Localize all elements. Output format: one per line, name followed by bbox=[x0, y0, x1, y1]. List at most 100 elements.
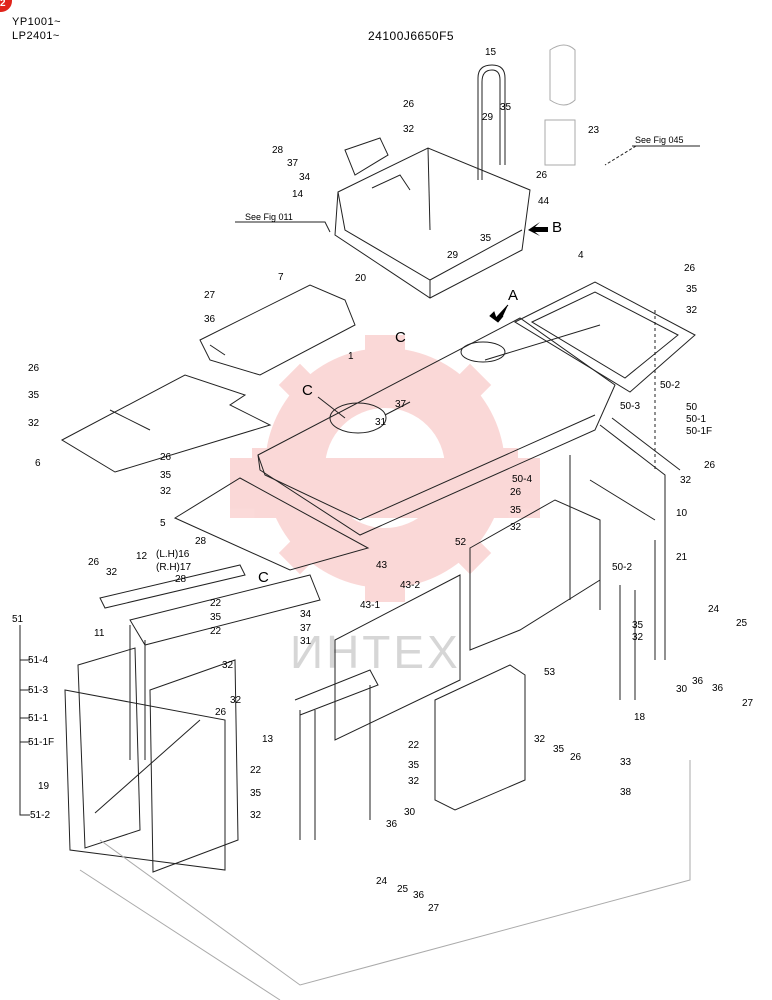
part-callout-c23: 23 bbox=[588, 125, 600, 136]
part-callout-c11: 11 bbox=[94, 628, 105, 639]
part-callout-c31a: 31 bbox=[375, 417, 387, 428]
part-callout-c37b: 37 bbox=[395, 399, 407, 410]
part-callout-c32i: 32 bbox=[632, 632, 644, 643]
part-callout-c12: 12 bbox=[136, 551, 148, 562]
part-callout-c28b: 28 bbox=[195, 536, 207, 547]
part-callout-c25a: 25 bbox=[736, 618, 748, 629]
part-callout-c24b: 24 bbox=[376, 876, 388, 887]
view-arrow-a bbox=[489, 304, 509, 323]
model-serial-2: LP2401~ bbox=[12, 30, 60, 42]
part-callout-c29a: 29 bbox=[482, 112, 494, 123]
view-mark-b: B bbox=[552, 219, 562, 236]
part-callout-c32a: 32 bbox=[403, 124, 415, 135]
part-callout-c22a: 22 bbox=[210, 598, 222, 609]
part-callout-c35a: 35 bbox=[500, 102, 512, 113]
part-callout-c20: 20 bbox=[355, 273, 367, 284]
part-callout-c51_1F: 51-1F bbox=[28, 737, 54, 748]
view-mark-c-1: C bbox=[395, 329, 406, 346]
part-callout-c27c: 27 bbox=[428, 903, 440, 914]
part-callout-c30a: 30 bbox=[676, 684, 688, 695]
part-callout-c32l: 32 bbox=[250, 810, 262, 821]
part-callout-c28a: 28 bbox=[272, 145, 284, 156]
part-callout-c14: 14 bbox=[292, 189, 304, 200]
part-callout-c35j: 35 bbox=[250, 788, 262, 799]
part-callout-c26d: 26 bbox=[28, 363, 40, 374]
part-callout-c32h: 32 bbox=[222, 660, 234, 671]
part-callout-c35e: 35 bbox=[160, 470, 172, 481]
part-callout-c26a: 26 bbox=[403, 99, 415, 110]
ref-fig-045: See Fig 045 bbox=[635, 135, 684, 145]
part-callout-c52: 52 bbox=[455, 537, 467, 548]
part-callout-c36b: 36 bbox=[692, 676, 704, 687]
part-callout-c50_4: 50-4 bbox=[512, 474, 532, 485]
part-callout-c22c: 22 bbox=[408, 740, 420, 751]
part-callout-c51_2: 51-2 bbox=[30, 810, 50, 821]
part-callout-c35d: 35 bbox=[28, 390, 40, 401]
diagram-lines bbox=[19, 44, 700, 1000]
model-serial-1: YP1001~ bbox=[12, 16, 62, 28]
part-callout-c35g: 35 bbox=[210, 612, 222, 623]
part-callout-c7: 7 bbox=[278, 272, 284, 283]
part-callout-c43: 43 bbox=[376, 560, 388, 571]
part-callout-c50_2b: 50-2 bbox=[612, 562, 632, 573]
part-callout-c30b: 30 bbox=[404, 807, 416, 818]
part-callout-c16: (L.H)16 bbox=[156, 549, 190, 560]
part-callout-c35c: 35 bbox=[686, 284, 698, 295]
part-callout-c32b: 32 bbox=[686, 305, 698, 316]
part-callout-c26e: 26 bbox=[704, 460, 716, 471]
part-callout-c37c: 37 bbox=[300, 623, 312, 634]
part-callout-c26g: 26 bbox=[160, 452, 172, 463]
part-callout-c32c: 32 bbox=[28, 418, 40, 429]
part-callout-c50_1: 50-1 bbox=[686, 414, 706, 425]
part-callout-c43_1: 43-1 bbox=[360, 600, 380, 611]
view-mark-c-3: C bbox=[258, 569, 269, 586]
part-callout-c18: 18 bbox=[634, 712, 646, 723]
part-callout-c32d: 32 bbox=[680, 475, 692, 486]
part-callout-c37a: 37 bbox=[287, 158, 299, 169]
part-callout-c24a: 24 bbox=[708, 604, 720, 615]
part-callout-c27b: 27 bbox=[742, 698, 754, 709]
part-callout-c26h: 26 bbox=[88, 557, 100, 568]
part-callout-c33: 33 bbox=[620, 757, 632, 768]
part-callout-c15: 15 bbox=[485, 47, 497, 58]
part-callout-c28c: 28 bbox=[175, 574, 187, 585]
part-callout-c19: 19 bbox=[38, 781, 50, 792]
part-callout-c22d: 22 bbox=[250, 765, 262, 776]
part-callout-c51_1: 51-1 bbox=[28, 713, 48, 724]
part-callout-c27a: 27 bbox=[204, 290, 216, 301]
part-callout-c35b: 35 bbox=[480, 233, 492, 244]
part-callout-c50_1F: 50-1F bbox=[686, 426, 712, 437]
part-callout-c22b: 22 bbox=[210, 626, 222, 637]
watermark-text: ИНТЕХ bbox=[290, 626, 461, 678]
part-callout-c36a: 36 bbox=[204, 314, 216, 325]
part-callout-c51: 51 bbox=[12, 614, 24, 625]
part-callout-c26f: 26 bbox=[510, 487, 522, 498]
part-callout-c51_3: 51-3 bbox=[28, 685, 48, 696]
part-callout-c21: 21 bbox=[676, 552, 688, 563]
part-callout-c5: 5 bbox=[160, 518, 166, 529]
part-callout-c6: 6 bbox=[35, 458, 41, 469]
part-callout-c25b: 25 bbox=[397, 884, 409, 895]
part-callout-c29b: 29 bbox=[447, 250, 459, 261]
part-callout-c10: 10 bbox=[676, 508, 688, 519]
part-callout-c4: 4 bbox=[578, 250, 584, 261]
view-mark-c-2: C bbox=[302, 382, 313, 399]
part-callout-c35h: 35 bbox=[632, 620, 644, 631]
part-callout-c32f: 32 bbox=[160, 486, 172, 497]
part-callout-c53: 53 bbox=[544, 667, 556, 678]
part-callout-c44: 44 bbox=[538, 196, 550, 207]
part-callout-c31b: 31 bbox=[300, 636, 312, 647]
drawing-number: 24100J6650F5 bbox=[368, 29, 455, 43]
part-callout-c32j: 32 bbox=[230, 695, 242, 706]
part-callout-c43_2: 43-2 bbox=[400, 580, 420, 591]
part-callout-c36c: 36 bbox=[712, 683, 724, 694]
part-callout-c36d: 36 bbox=[386, 819, 398, 830]
part-callout-c1: 1 bbox=[348, 351, 354, 362]
part-callout-c50_3: 50-3 bbox=[620, 401, 640, 412]
part-callout-c26j: 26 bbox=[570, 752, 582, 763]
part-callout-c35f: 35 bbox=[510, 505, 522, 516]
part-callout-c50: 50 bbox=[686, 402, 698, 413]
